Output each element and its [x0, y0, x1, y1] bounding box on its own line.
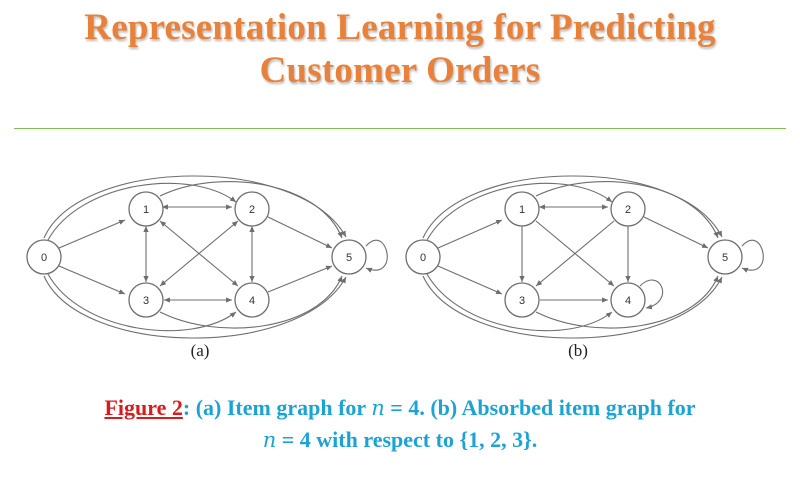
node-b-1: 1: [504, 191, 540, 227]
edge-b-4-self: [639, 279, 664, 310]
node-a-5: 5: [331, 239, 367, 275]
edge-b-0-5: [422, 175, 723, 239]
caption-line-2: n = 4 with respect to {1, 2, 3}.: [0, 424, 800, 456]
svg-text:1: 1: [143, 204, 149, 216]
node-a-2: 2: [234, 191, 270, 227]
edge-b-3-5: [535, 275, 719, 329]
edge-a-5-self: [365, 239, 388, 273]
caption-part-1: : (a) Item graph for: [182, 395, 372, 420]
node-b-3: 3: [504, 282, 540, 318]
slide-title-line-1: Representation Learning for Predicting: [84, 7, 716, 48]
figure-svg: 0 1 2 3 4 5 (a): [26, 175, 764, 360]
edge-a-3-5: [159, 275, 343, 329]
caption-part-3: = 4 with respect to {1, 2, 3}.: [276, 427, 538, 452]
slide-title: Representation Learning for Predicting C…: [0, 6, 800, 92]
caption-part-2: = 4. (b) Absorbed item graph for: [384, 395, 696, 420]
node-b-5: 5: [707, 239, 743, 275]
caption-var-n-1: n: [371, 396, 385, 420]
edge-a-2-5: [267, 216, 333, 249]
svg-text:5: 5: [346, 252, 352, 264]
svg-text:0: 0: [420, 252, 426, 264]
figure-item-graphs: 0 1 2 3 4 5 (a): [0, 162, 800, 362]
graph-b: 0 1 2 3 4 5 (b): [405, 175, 764, 360]
edge-a-2-3: [159, 220, 239, 287]
edge-a-0-4: [47, 273, 237, 332]
edge-a-0-3: [58, 265, 126, 295]
caption-line-1: Figure 2: (a) Item graph for n = 4. (b) …: [0, 392, 800, 424]
edge-b-0-5-bottom: [422, 275, 723, 339]
title-divider: [14, 128, 786, 129]
graph-a: 0 1 2 3 4 5 (a): [26, 175, 388, 360]
edge-a-0-2: [47, 182, 237, 241]
edge-a-0-5-bottom: [43, 275, 347, 339]
edge-b-2-3: [535, 220, 615, 287]
svg-text:2: 2: [625, 204, 631, 216]
svg-text:3: 3: [143, 295, 149, 307]
caption-var-n-2: n: [262, 428, 277, 452]
node-b-2: 2: [610, 191, 646, 227]
figure-caption: Figure 2: (a) Item graph for n = 4. (b) …: [0, 392, 800, 456]
edge-b-0-2: [426, 182, 613, 241]
svg-text:0: 0: [41, 252, 47, 264]
graph-a-sublabel: (a): [191, 341, 210, 360]
edge-b-5-self: [741, 239, 764, 273]
node-a-3: 3: [128, 282, 164, 318]
svg-text:4: 4: [625, 295, 631, 307]
edge-b-0-1: [437, 219, 503, 249]
edge-b-0-4: [426, 273, 613, 332]
node-a-1: 1: [128, 191, 164, 227]
edge-b-0-3: [437, 265, 503, 295]
svg-text:4: 4: [249, 295, 255, 307]
node-b-0: 0: [405, 239, 441, 275]
edge-a-1-5: [159, 181, 343, 239]
edge-a-4-5: [267, 265, 333, 293]
slide-title-line-2: Customer Orders: [259, 50, 541, 91]
node-a-4: 4: [234, 282, 270, 318]
svg-text:1: 1: [519, 204, 525, 216]
graph-b-sublabel: (b): [568, 341, 588, 360]
figure-reference: Figure 2: [104, 395, 183, 420]
svg-text:5: 5: [722, 252, 728, 264]
svg-text:2: 2: [249, 204, 255, 216]
node-a-0: 0: [26, 239, 62, 275]
edge-b-2-5: [643, 216, 709, 249]
edge-a-0-1: [58, 219, 126, 249]
svg-text:3: 3: [519, 295, 525, 307]
node-b-4: 4: [610, 282, 646, 318]
edge-b-1-5: [535, 181, 719, 239]
